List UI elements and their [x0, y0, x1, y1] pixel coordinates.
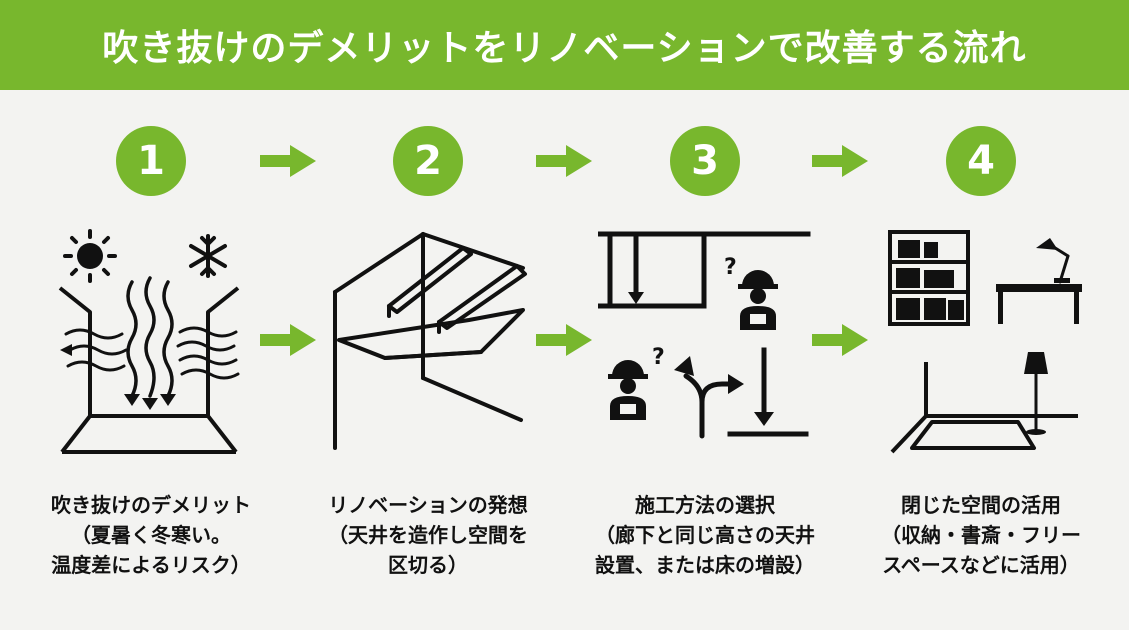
floor-lamp-icon [1024, 352, 1048, 435]
step-3-desc-line-2: 設置、または床の増設） [595, 553, 815, 577]
page-title: 吹き抜けのデメリットをリノベーションで改善する流れ [102, 28, 1027, 69]
snowflake-icon [189, 234, 227, 278]
step-1-title: 吹き抜けのデメリット [51, 493, 251, 517]
desk-icon [996, 238, 1082, 324]
step-3-number-badge: 3 [670, 126, 740, 196]
step-3-desc-line-1: （廊下と同じ高さの天井 [595, 523, 815, 547]
step-1-number-badge: 1 [116, 126, 186, 196]
step-3-title: 施工方法の選択 [635, 493, 775, 517]
construction-worker-icon: ? [724, 255, 778, 330]
step-2-desc-line-2: 区切る） [388, 553, 468, 577]
arrow-right-icon [536, 324, 592, 356]
step-1-desc-line-2: 温度差によるリスク） [51, 553, 251, 577]
step-3-caption: 施工方法の選択 （廊下と同じ高さの天井 設置、または床の増設） [565, 490, 845, 580]
step-1-desc-line-1: （夏暑く冬寒い。 [71, 523, 231, 547]
step-4-desc-line-2: スペースなどに活用） [882, 553, 1080, 577]
arrow-right-icon [260, 145, 316, 177]
double-height-space-airflow-icon [58, 229, 240, 454]
ceiling-frame-construction-icon [333, 232, 527, 450]
branch-arrow-icon [683, 373, 731, 439]
furnished-room-icon [888, 230, 1082, 454]
construction-method-choice-icon: ? ? [598, 231, 811, 439]
step-4-number-badge: 4 [946, 126, 1016, 196]
step-2-number-badge: 2 [393, 126, 463, 196]
step-1-caption: 吹き抜けのデメリット （夏暑く冬寒い。 温度差によるリスク） [11, 490, 291, 580]
arrow-right-icon [812, 145, 868, 177]
step-4-desc-line-1: （収納・書斎・フリー [881, 523, 1081, 547]
step-4-title: 閉じた空間の活用 [901, 493, 1061, 517]
header-banner: 吹き抜けのデメリットをリノベーションで改善する流れ [0, 0, 1129, 90]
arrow-right-icon [812, 324, 868, 356]
svg-text:?: ? [724, 255, 737, 280]
svg-text:?: ? [652, 345, 665, 370]
step-2-caption: リノベーションの発想 （天井を造作し空間を 区切る） [288, 490, 568, 580]
step-4-caption: 閉じた空間の活用 （収納・書斎・フリー スペースなどに活用） [841, 490, 1121, 580]
step-2-desc-line-1: （天井を造作し空間を [328, 523, 528, 547]
step-2-title: リノベーションの発想 [328, 493, 528, 517]
construction-worker-icon: ? [608, 345, 665, 420]
shelf-icon [888, 230, 970, 326]
arrow-right-icon [536, 145, 592, 177]
sun-icon [63, 229, 117, 283]
arrow-right-icon [260, 324, 316, 356]
